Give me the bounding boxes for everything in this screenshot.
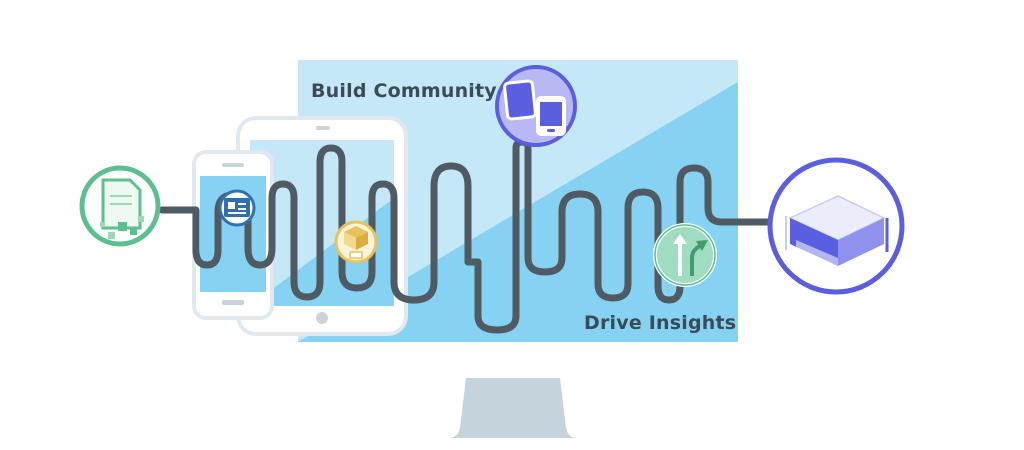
box-icon: [334, 220, 378, 264]
growth-arrows-icon: [653, 223, 717, 287]
id-card-icon: [218, 189, 256, 227]
document-icon: [79, 165, 161, 247]
platform-cube-icon: [767, 157, 905, 295]
build-community-label: Build Community: [311, 80, 497, 102]
monitor-stand: [448, 378, 578, 438]
drive-insights-label: Drive Insights: [584, 312, 737, 334]
winding-path: [158, 138, 772, 334]
phone: [192, 150, 274, 320]
devices-icon: [495, 65, 577, 147]
